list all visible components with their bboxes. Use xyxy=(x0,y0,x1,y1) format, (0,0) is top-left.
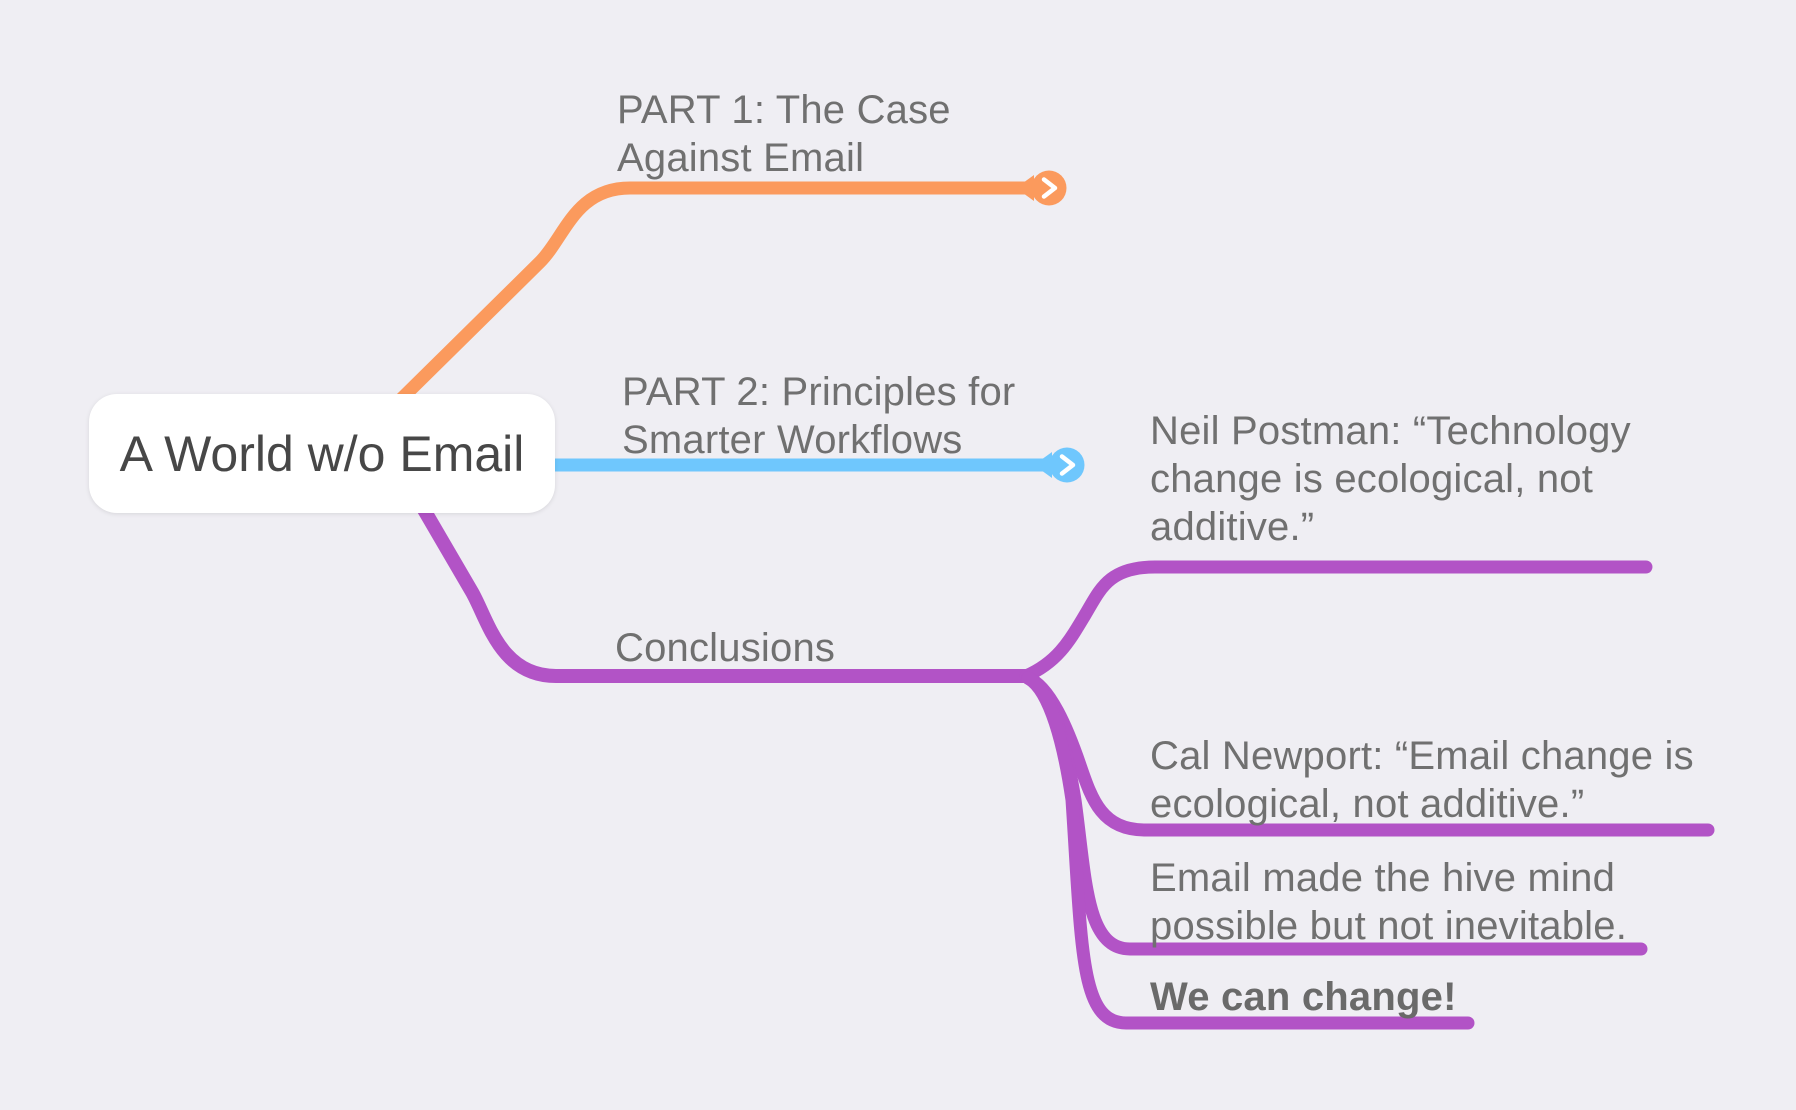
branch-conclusions-line[interactable] xyxy=(381,441,1035,683)
collapse-badge-part2-circle xyxy=(1049,447,1085,483)
branch-we-can-change-line[interactable] xyxy=(1021,671,1475,1030)
root-node-label: A World w/o Email xyxy=(119,425,525,482)
node-part2[interactable]: PART 2: Principles for Smarter Workflows xyxy=(622,370,1016,462)
branch-neil-postman-line[interactable] xyxy=(1019,560,1653,683)
node-part1[interactable]: PART 1: The Case Against Email xyxy=(617,88,951,180)
collapse-badge-part1-tip xyxy=(1016,175,1034,201)
node-conclusions[interactable]: Conclusions xyxy=(615,626,836,670)
node-cal-newport[interactable]: Cal Newport: “Email change is ecological… xyxy=(1150,734,1694,826)
node-hive-mind[interactable]: Email made the hive mind possible but no… xyxy=(1150,856,1628,948)
root-node[interactable]: A World w/o Email xyxy=(89,394,555,513)
node-we-can-change[interactable]: We can change! xyxy=(1150,975,1457,1019)
node-neil-postman[interactable]: Neil Postman: “Technology change is ecol… xyxy=(1150,409,1631,549)
branch-part1-line[interactable] xyxy=(383,181,1039,417)
collapse-badge-part2[interactable] xyxy=(1034,447,1085,483)
chevron-right-icon xyxy=(1059,454,1076,476)
collapse-badge-part2-tip xyxy=(1034,452,1052,478)
chevron-right-icon xyxy=(1041,177,1058,199)
collapse-badge-part1[interactable] xyxy=(1016,170,1067,206)
collapse-badge-part1-circle xyxy=(1031,170,1067,206)
